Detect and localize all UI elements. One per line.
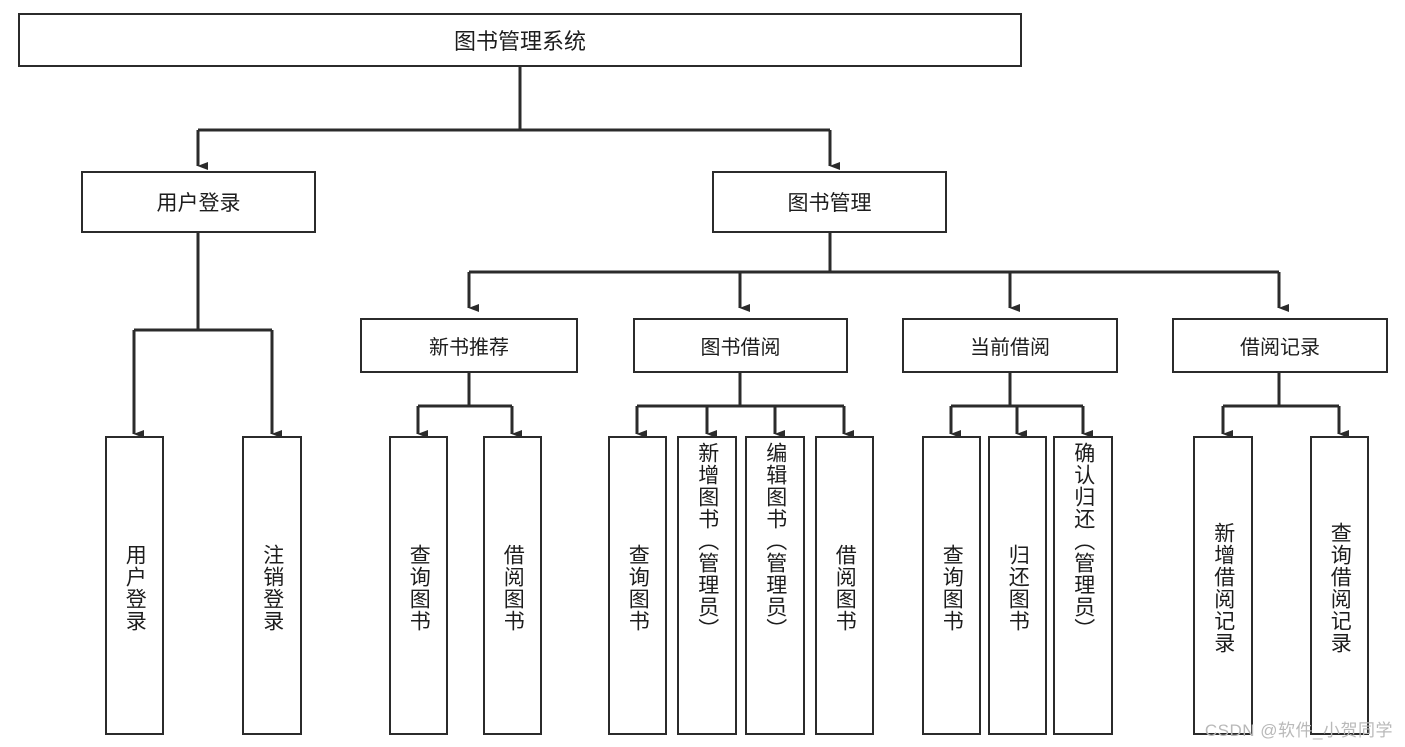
node-user-login[interactable]: 用户登录 <box>81 171 316 233</box>
node-book-borrow-label: 图书借阅 <box>700 337 781 359</box>
watermark-text: CSDN @软件_小贺同学 <box>1204 721 1393 740</box>
leaf-current-return-book[interactable]: 归还图书 <box>988 436 1047 735</box>
leaf-label: 编辑图书（管理员） <box>763 442 787 640</box>
leaf-label: 归还图书 <box>1006 543 1030 632</box>
leaf-label: 新增图书（管理员） <box>695 442 719 640</box>
leaf-current-confirm-return[interactable]: 确认归还（管理员） <box>1053 436 1113 735</box>
node-book-management[interactable]: 图书管理 <box>712 171 947 233</box>
leaf-label: 用户登录 <box>123 543 147 632</box>
node-book-management-label: 图书管理 <box>787 192 872 215</box>
leaf-records-query-record[interactable]: 查询借阅记录 <box>1310 436 1369 735</box>
node-borrow-records[interactable]: 借阅记录 <box>1172 318 1388 373</box>
node-root-label: 图书管理系统 <box>453 29 586 54</box>
node-new-book-recommend-label: 新书推荐 <box>429 337 509 359</box>
leaf-label: 确认归还（管理员） <box>1071 442 1095 640</box>
leaf-borrow-add-book[interactable]: 新增图书（管理员） <box>677 436 737 735</box>
leaf-records-add-record[interactable]: 新增借阅记录 <box>1193 436 1253 735</box>
leaf-label: 借阅图书 <box>833 543 857 632</box>
node-current-borrow-label: 当前借阅 <box>970 337 1050 359</box>
node-current-borrow[interactable]: 当前借阅 <box>902 318 1118 373</box>
leaf-user-login-logout[interactable]: 注销登录 <box>242 436 302 735</box>
leaf-borrow-borrow-book[interactable]: 借阅图书 <box>815 436 874 735</box>
node-borrow-records-label: 借阅记录 <box>1240 337 1320 359</box>
leaf-label: 查询图书 <box>407 543 431 632</box>
leaf-new-book-borrow[interactable]: 借阅图书 <box>483 436 542 735</box>
leaf-label: 查询借阅记录 <box>1328 521 1352 654</box>
leaf-borrow-query-book[interactable]: 查询图书 <box>608 436 667 735</box>
leaf-label: 查询图书 <box>626 543 650 632</box>
leaf-borrow-edit-book[interactable]: 编辑图书（管理员） <box>745 436 805 735</box>
leaf-label: 新增借阅记录 <box>1211 521 1235 654</box>
leaf-label: 注销登录 <box>260 543 284 632</box>
node-new-book-recommend[interactable]: 新书推荐 <box>360 318 578 373</box>
node-book-borrow[interactable]: 图书借阅 <box>633 318 848 373</box>
leaf-user-login-login[interactable]: 用户登录 <box>105 436 164 735</box>
leaf-label: 查询图书 <box>940 543 964 632</box>
leaf-new-book-query[interactable]: 查询图书 <box>389 436 448 735</box>
node-user-login-label: 用户登录 <box>156 192 241 215</box>
leaf-label: 借阅图书 <box>501 543 525 632</box>
leaf-current-query-book[interactable]: 查询图书 <box>922 436 981 735</box>
node-root[interactable]: 图书管理系统 <box>18 13 1022 67</box>
